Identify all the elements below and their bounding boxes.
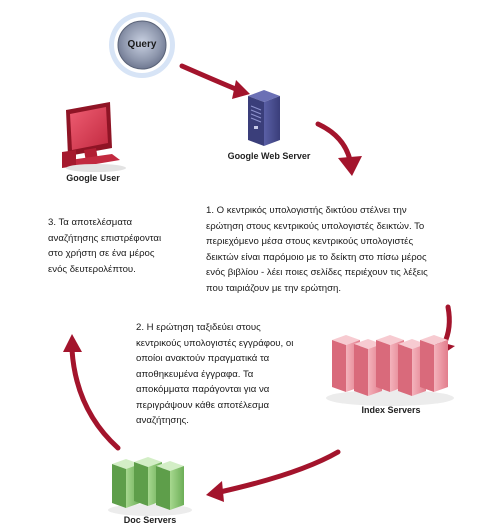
query-bubble-icon (109, 12, 175, 78)
arrow-query-to-web (179, 63, 241, 93)
arrow-doc-to-user (69, 347, 121, 451)
index-servers-label: Index Servers (361, 405, 421, 415)
user-computer-icon (62, 102, 126, 172)
arrow-step1-to-index (441, 304, 452, 347)
step-2-line: αναζήτησης. (136, 415, 189, 426)
step-1-line: ενός βιβλίου - λέει ποιες σελίδες περιέχ… (206, 267, 428, 278)
step-3-line: ενός δευτερολέπτου. (48, 263, 136, 275)
web-server-label: Google Web Server (227, 151, 311, 161)
step-1-line: 1. Ο κεντρικός υπολογιστής δικτύου στέλν… (206, 205, 407, 216)
step-3-text: 3. Τα αποτελέσματα αναζήτησης επιστρέφον… (48, 215, 161, 277)
arrow-index-to-doc (217, 449, 341, 495)
step-3-line: 3. Τα αποτελέσματα (48, 217, 133, 228)
step-2-line: περιγράψουν κάθε αποτέλεσμα (136, 399, 270, 411)
arrow-doc-to-user-head (63, 334, 82, 352)
step-1-line: που ταιριάζουν με την ερώτηση. (206, 282, 342, 294)
index-servers-icon (326, 335, 454, 406)
step-2-line: αποκόμματα παράγονται για να (136, 384, 270, 395)
step-1-line: δεικτών είναι παρόμοιο με το δείκτη στο … (206, 251, 427, 263)
arrow-web-to-step1-head (338, 156, 362, 176)
step-2-text: 2. Η ερώτηση ταξιδεύει στους κεντρικούς … (136, 320, 293, 429)
step-2-line: αποθηκευμένα έγγραφα. Τα (136, 368, 254, 380)
step-2-line: κεντρικούς υπολογιστές εγγράφου, οι (136, 337, 294, 349)
user-label: Google User (66, 173, 120, 183)
arrow-index-to-doc-head (206, 481, 224, 502)
step-1-line: περιεχόμενο μέσα στους κεντρικούς υπολογ… (206, 236, 414, 247)
doc-servers-icon (108, 457, 192, 516)
step-2-line: οποίοι ανακτούν πραγματικά τα (136, 353, 270, 364)
step-1-line: ερώτηση στους κεντρικούς υπολογιστές δει… (206, 220, 425, 232)
step-3-line: στο χρήστη σε ένα μέρος (48, 248, 155, 259)
doc-servers-label: Doc Servers (123, 515, 177, 525)
arrow-query-to-web-head (232, 80, 250, 99)
query-label: Query (127, 39, 157, 50)
step-3-line: αναζήτησης επιστρέφονται (48, 232, 162, 244)
step-1-text: 1. Ο κεντρικός υπολογιστής δικτύου στέλν… (206, 203, 428, 296)
web-server-icon (248, 90, 280, 146)
arrow-web-to-step1 (315, 121, 353, 163)
step-2-line: 2. Η ερώτηση ταξιδεύει στους (136, 322, 261, 333)
